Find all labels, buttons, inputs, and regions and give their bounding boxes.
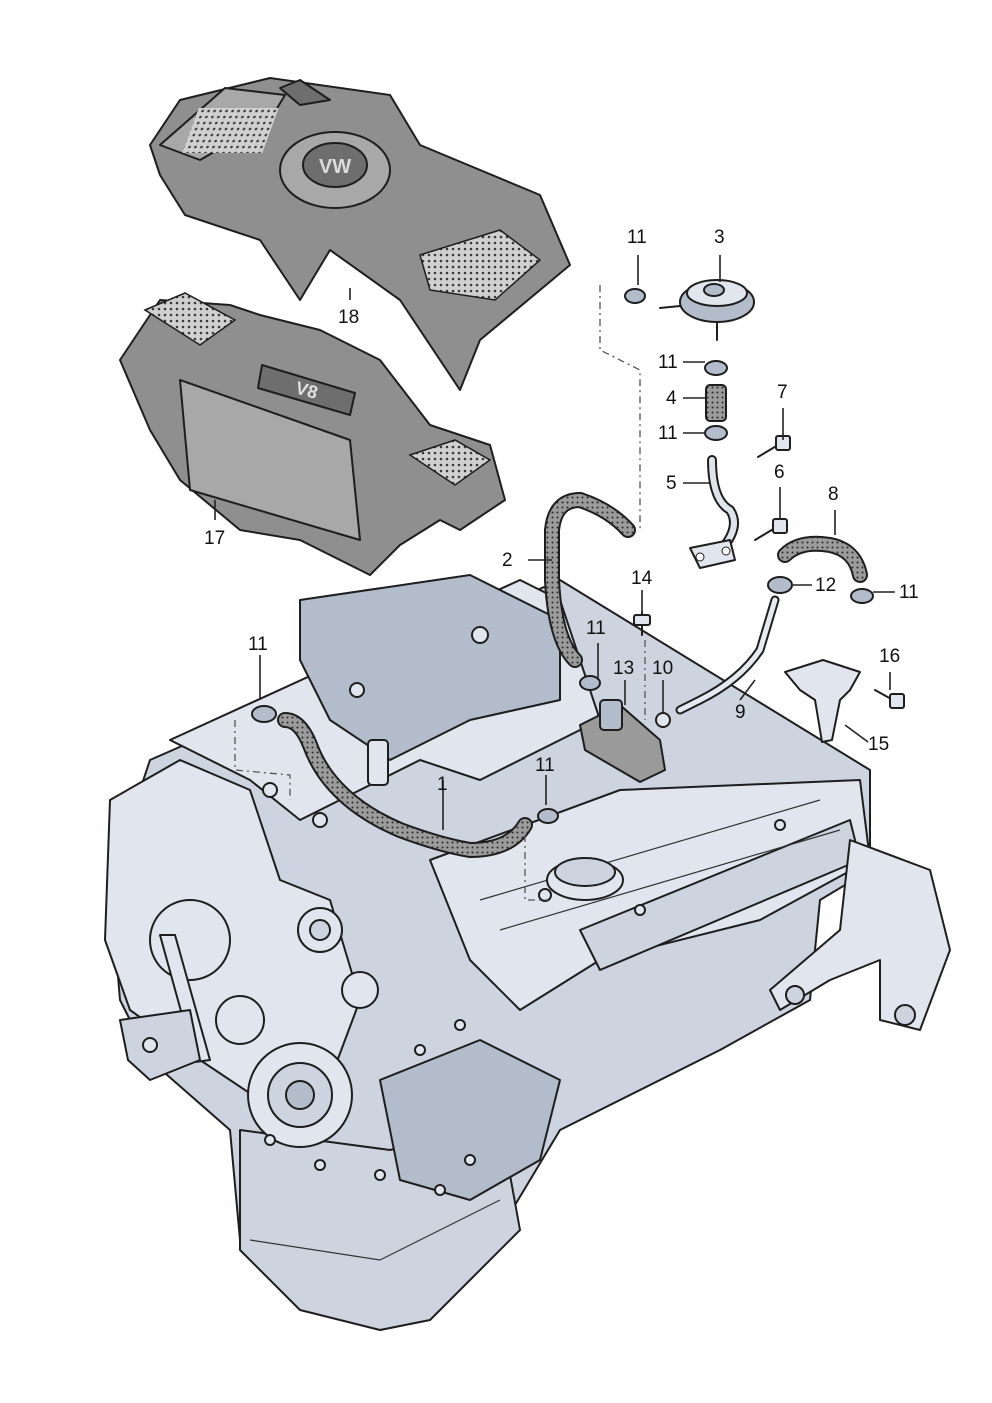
label-11-left: 11 <box>248 634 268 655</box>
label-5: 5 <box>666 473 677 494</box>
label-18: 18 <box>338 307 359 328</box>
label-9: 9 <box>735 702 746 723</box>
label-1: 1 <box>437 774 448 795</box>
engine-cover-17: V8 <box>119 292 506 576</box>
label-16: 16 <box>879 646 900 667</box>
label-13: 13 <box>613 658 634 679</box>
bolt-icons <box>633 435 905 728</box>
engine-cover-18: VW <box>149 77 571 391</box>
clamp-icons <box>251 288 874 824</box>
label-15: 15 <box>868 734 889 755</box>
pressure-regulating-valve-part-3 <box>659 279 755 341</box>
label-17: 17 <box>204 528 225 549</box>
label-11-top: 11 <box>627 227 647 248</box>
label-14: 14 <box>631 568 653 589</box>
svg-text:VW: VW <box>319 156 351 178</box>
label-3: 3 <box>714 227 725 248</box>
alignment-lines <box>234 285 646 901</box>
callout-labels: 18 17 11 3 11 4 11 7 5 6 8 2 12 11 14 11… <box>204 227 919 795</box>
label-11-bottom: 11 <box>535 755 555 776</box>
label-7: 7 <box>777 382 788 403</box>
label-8: 8 <box>828 484 839 505</box>
engine-block <box>104 574 951 1331</box>
label-2: 2 <box>502 550 513 571</box>
label-10: 10 <box>652 658 673 679</box>
label-11-center: 11 <box>586 618 606 639</box>
label-11-right: 11 <box>899 582 919 603</box>
bracket-part-15 <box>784 659 861 743</box>
label-11-mid: 11 <box>658 352 678 373</box>
label-4: 4 <box>666 388 677 409</box>
label-6: 6 <box>774 462 785 483</box>
leader-lines <box>214 255 895 830</box>
hose-part-4 <box>705 384 727 422</box>
label-11-lower: 11 <box>658 423 678 444</box>
label-12: 12 <box>815 575 836 596</box>
